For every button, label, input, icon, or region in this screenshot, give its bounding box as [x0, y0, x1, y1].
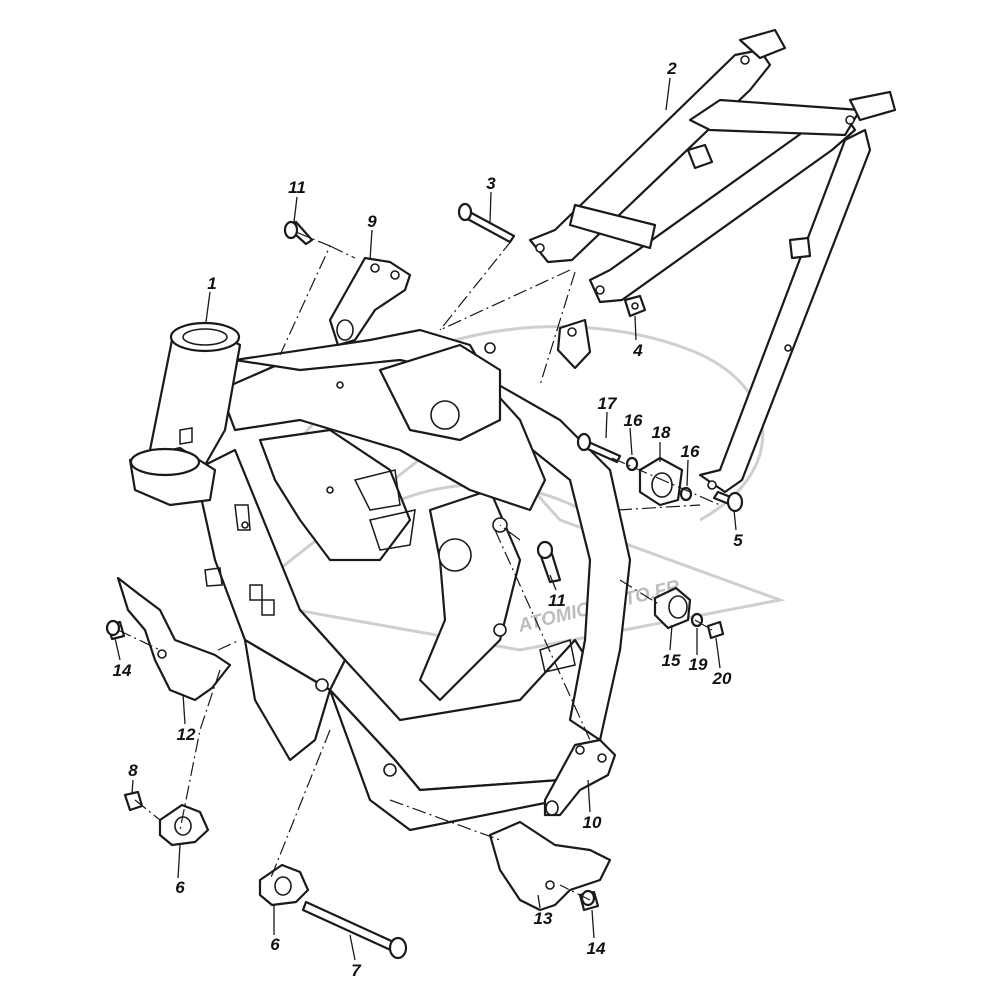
- callout-6-left: 6: [175, 878, 185, 897]
- callout-6-bottom: 6: [270, 935, 280, 954]
- main-frame: [128, 321, 632, 832]
- part-bushing-15: [653, 586, 692, 630]
- part-bolt-14-right: [578, 889, 600, 912]
- part-bolt-7: [301, 900, 408, 960]
- part-nut-20: [706, 620, 725, 640]
- part-nut-8: [123, 790, 144, 812]
- callout-14-left: 14: [113, 661, 132, 680]
- part-bolt-11-bottom: [536, 540, 562, 584]
- callout-15: 15: [662, 651, 681, 670]
- leader-lines: [114, 77, 737, 961]
- callout-13: 13: [534, 909, 553, 928]
- part-bolt-3: [457, 202, 516, 244]
- callout-19: 19: [689, 655, 708, 674]
- callout-11-bottom: 11: [548, 591, 566, 610]
- callout-3: 3: [486, 174, 496, 193]
- part-mount-6-bottom: [258, 863, 310, 907]
- callout-4: 4: [632, 341, 643, 360]
- callout-labels: 1 2 3 4 5 6 6 7 8 9 10 11 11 12 13 14 14…: [113, 59, 744, 980]
- callout-16-right: 16: [681, 442, 700, 461]
- part-washer-19: [690, 612, 704, 628]
- assembly-lines: [117, 231, 721, 901]
- part-bracket-10: [543, 738, 617, 817]
- callout-14-right: 14: [587, 939, 606, 958]
- callout-17: 17: [598, 394, 618, 413]
- part-bolt-14-left: [105, 619, 126, 641]
- callout-11-top: 11: [288, 178, 306, 197]
- callout-5: 5: [733, 531, 743, 550]
- callout-20: 20: [712, 669, 732, 688]
- part-guard-12: [116, 576, 232, 702]
- callout-7: 7: [351, 961, 362, 980]
- part-mount-6-left: [158, 803, 210, 847]
- callout-1: 1: [207, 274, 216, 293]
- rear-subframe: [528, 28, 897, 494]
- callout-16-left: 16: [624, 411, 643, 430]
- part-nut-4: [623, 294, 647, 318]
- part-bushing-18: [638, 456, 684, 507]
- callout-2: 2: [666, 59, 677, 78]
- part-bolt-5: [712, 490, 744, 513]
- callout-12: 12: [177, 725, 196, 744]
- callout-9: 9: [367, 212, 377, 231]
- part-bracket-9: [328, 256, 412, 347]
- callout-18: 18: [652, 423, 671, 442]
- callout-8: 8: [128, 761, 138, 780]
- callout-10: 10: [583, 813, 602, 832]
- part-guard-13: [488, 820, 612, 912]
- part-bolt-17: [576, 432, 622, 464]
